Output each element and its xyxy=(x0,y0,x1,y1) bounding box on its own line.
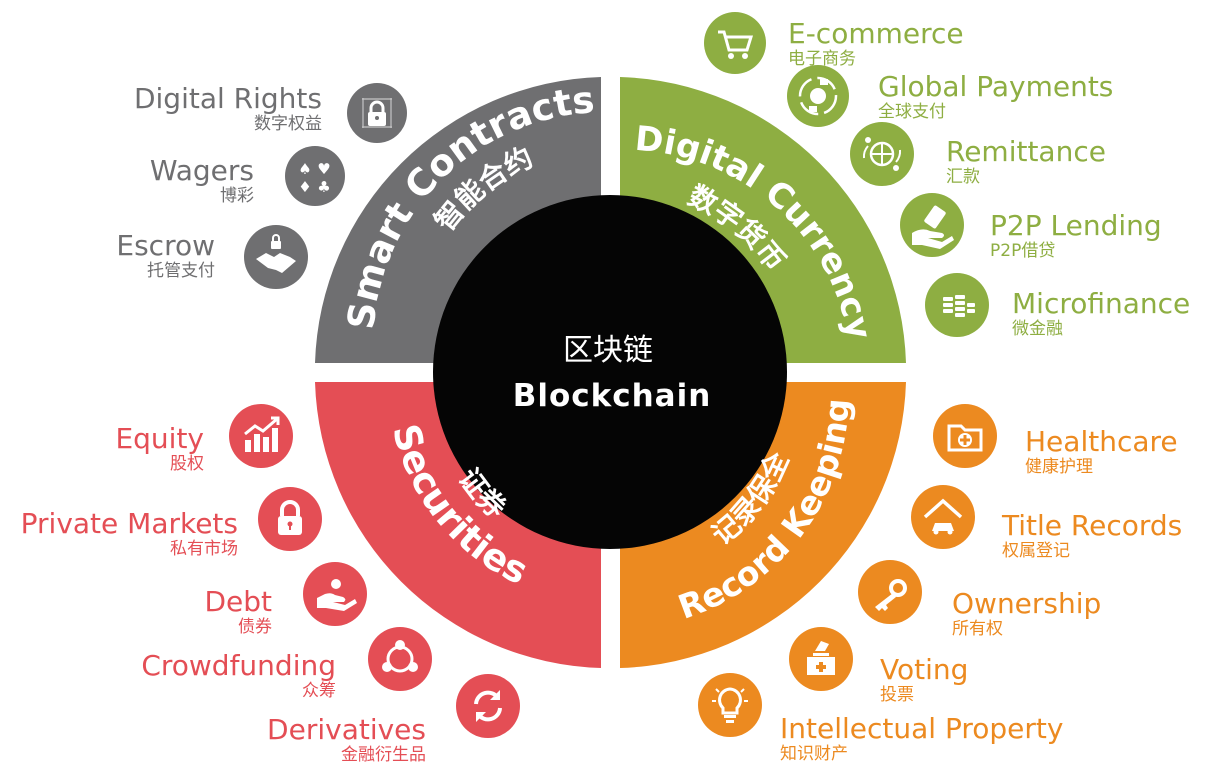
coin-stack-icon xyxy=(925,273,989,337)
card-suits-icon: ♠ ♥ ♦ ♣ xyxy=(285,146,345,206)
lightbulb-icon xyxy=(698,673,762,737)
item-remittance: Remittance 汇款 xyxy=(946,135,1106,187)
people-circle-icon xyxy=(368,627,432,691)
segment-digital-currency xyxy=(620,77,906,363)
shopping-cart-icon xyxy=(704,12,766,74)
house-car-icon xyxy=(911,485,975,549)
globe-people-icon xyxy=(850,122,914,186)
item-global-payments: Global Payments 全球支付 xyxy=(878,70,1114,122)
item-derivatives: Derivatives 金融衍生品 xyxy=(267,713,426,765)
hand-money-icon xyxy=(900,193,964,257)
item-voting: Voting 投票 xyxy=(880,653,969,705)
globe-exchange-icon xyxy=(787,65,849,127)
hand-coin-icon xyxy=(303,562,367,626)
item-intellectual-property: Intellectual Property 知识财产 xyxy=(780,712,1064,764)
svg-text:♣: ♣ xyxy=(317,178,330,196)
exchange-arrows-icon xyxy=(456,674,520,738)
item-ownership: Ownership 所有权 xyxy=(952,587,1102,639)
item-microfinance: Microfinance 微金融 xyxy=(1012,287,1191,339)
segment-securities xyxy=(315,382,601,668)
item-escrow: Escrow 托管支付 xyxy=(116,229,215,281)
item-p2p-lending: P2P Lending P2P借贷 xyxy=(990,209,1162,261)
item-wagers: Wagers 博彩 xyxy=(149,154,254,206)
item-private-markets: Private Markets 私有市场 xyxy=(20,507,238,559)
item-e-commerce: E-commerce 电子商务 xyxy=(788,17,964,69)
center-circle xyxy=(433,195,787,549)
item-crowdfunding: Crowdfunding 众筹 xyxy=(141,649,336,701)
svg-text:♥: ♥ xyxy=(317,160,330,178)
item-debt: Debt 债券 xyxy=(204,585,272,637)
key-icon xyxy=(858,560,922,624)
segment-smart-contracts xyxy=(315,77,601,363)
svg-text:♦: ♦ xyxy=(298,178,311,196)
segment-record-keeping xyxy=(620,382,906,668)
center-title-zh: 区块链 xyxy=(563,333,653,368)
center-title-en: Blockchain xyxy=(513,378,712,414)
lock-grid-icon xyxy=(347,83,407,143)
padlock-icon xyxy=(258,487,322,551)
growth-chart-icon xyxy=(229,404,293,468)
item-equity: Equity 股权 xyxy=(115,422,204,474)
handshake-icon xyxy=(244,225,308,289)
medical-folder-icon xyxy=(933,404,997,468)
svg-text:♠: ♠ xyxy=(298,160,311,178)
item-title-records: Title Records 权属登记 xyxy=(1002,509,1183,561)
item-digital-rights: Digital Rights 数字权益 xyxy=(133,82,322,134)
item-healthcare: Healthcare 健康护理 xyxy=(1025,425,1178,477)
ballot-box-icon xyxy=(789,627,853,691)
